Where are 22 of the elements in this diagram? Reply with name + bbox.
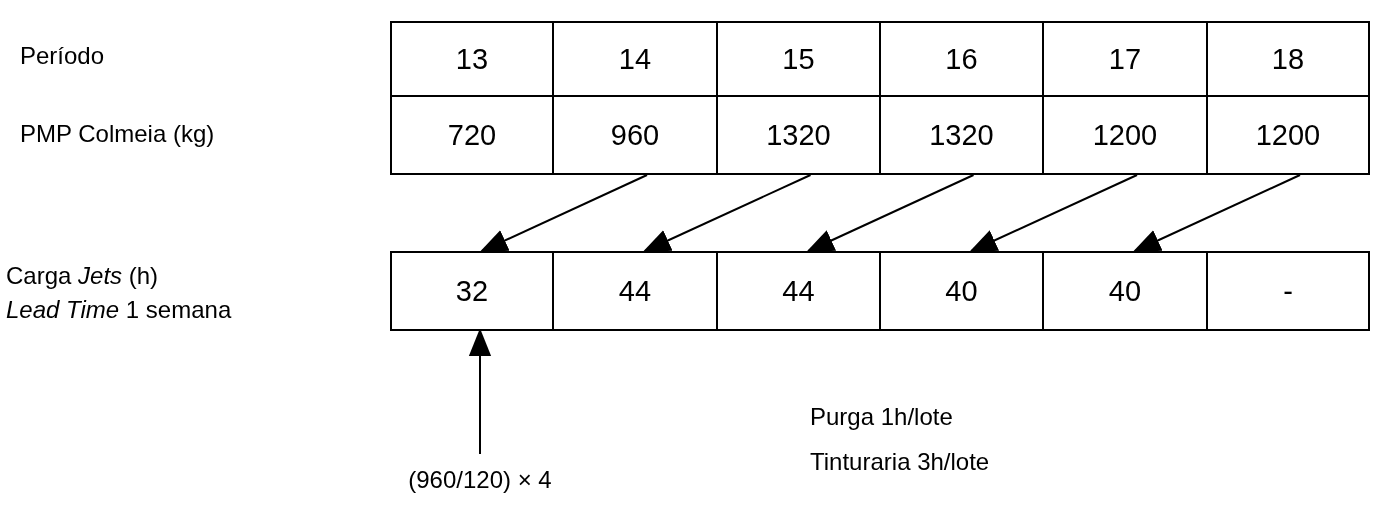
row-label: Carga Jets (h) [6, 262, 159, 290]
formula-text: (960/120) × 4 [380, 460, 580, 500]
table-cell: 44 [716, 251, 881, 331]
arrow [1132, 174, 1301, 253]
table-cell: 18 [1206, 21, 1370, 97]
table-cell: 40 [879, 251, 1044, 331]
arrow [642, 174, 812, 253]
arrow [479, 174, 648, 253]
table-cell: 13 [390, 21, 554, 97]
table-cell: 44 [552, 251, 718, 331]
table-cell: 32 [390, 251, 554, 331]
table-cell: 40 [1042, 251, 1208, 331]
table-cell: - [1206, 251, 1370, 331]
note-text: Tinturaria 3h/lote [810, 448, 990, 476]
arrow [968, 174, 1138, 253]
row-label: PMP Colmeia (kg) [20, 120, 215, 148]
table-cell: 1200 [1206, 95, 1370, 175]
table-cell: 720 [390, 95, 554, 175]
row-label: Período [20, 42, 105, 70]
arrow [805, 174, 975, 253]
row-label: Lead Time 1 semana [6, 296, 232, 324]
note-text: Purga 1h/lote [810, 403, 953, 431]
